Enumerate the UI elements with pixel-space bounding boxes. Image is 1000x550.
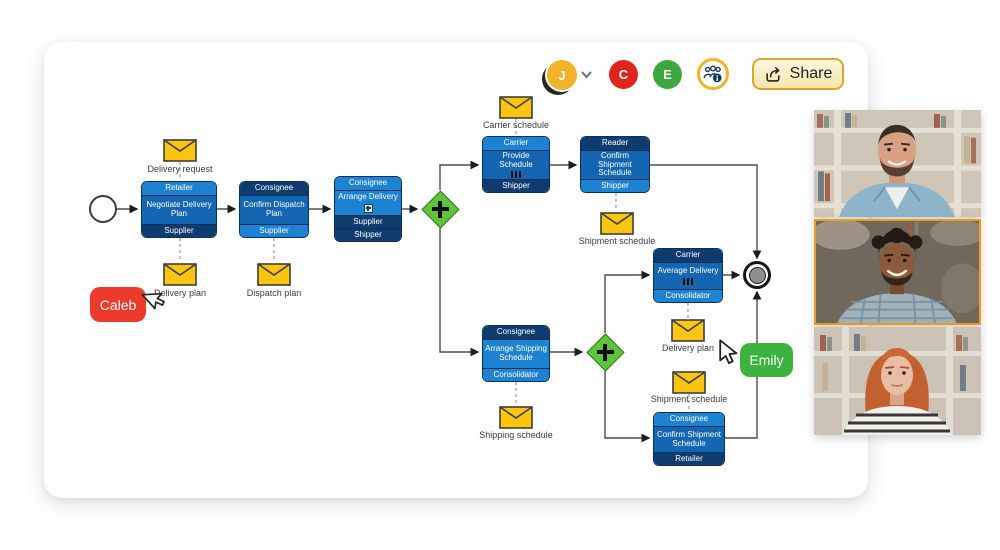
message-label: Dispatch plan — [246, 288, 302, 298]
video-tile-participant-2-active[interactable] — [814, 219, 981, 325]
chevron-down-icon[interactable] — [581, 71, 592, 79]
multi-instance-icon — [683, 277, 693, 285]
task-negotiate-delivery-plan[interactable]: Retailer Negotiate Delivery Plan Supplie… — [141, 181, 217, 238]
task-title: Negotiate Delivery Plan — [142, 196, 216, 224]
task-confirm-shipment-schedule-bottom[interactable]: Consignee Confirm Shipment Schedule Reta… — [653, 412, 725, 466]
collaborator-cursor-caleb: Caleb — [90, 287, 146, 322]
task-title-text: Arrange Delivery — [338, 192, 398, 202]
cursor-arrow-icon — [141, 292, 165, 310]
message-label: Delivery request — [147, 164, 213, 174]
message-envelope-icon[interactable] — [499, 96, 533, 119]
task-bottom-lane: Consolidator — [654, 289, 722, 302]
task-arrange-delivery[interactable]: Consignee Arrange Delivery Supplier Ship… — [334, 176, 402, 242]
message-envelope-icon[interactable] — [163, 139, 197, 162]
people-info-icon — [703, 65, 722, 83]
task-bottom-lane: Supplier — [142, 224, 216, 237]
share-icon — [766, 66, 780, 82]
task-confirm-dispatch-plan[interactable]: Consignee Confirm Dispatch Plan Supplier — [239, 181, 309, 238]
message-label: Delivery plan — [661, 343, 715, 353]
multi-instance-icon — [511, 171, 521, 179]
task-title: Confirm Dispatch Plan — [240, 196, 308, 224]
task-bottom-lane: Shipper — [483, 179, 549, 192]
message-envelope-icon[interactable] — [671, 319, 705, 342]
avatar-initial: E — [663, 67, 672, 82]
participant-video-man-denim — [814, 110, 981, 217]
user-avatar[interactable]: J — [545, 58, 579, 92]
task-top-lane: Reader — [581, 137, 649, 151]
task-title: Provide Schedule — [483, 151, 549, 179]
task-title: Confirm Shipment Schedule — [581, 151, 649, 179]
message-label: Shipping schedule — [479, 430, 553, 440]
share-button[interactable]: Share — [752, 58, 844, 90]
task-bottom-lane: Consolidator — [483, 368, 549, 381]
end-event-inner — [749, 267, 766, 284]
task-provide-schedule[interactable]: Carrier Provide Schedule Shipper — [482, 136, 550, 193]
participants-button[interactable] — [697, 58, 729, 90]
cursor-name: Caleb — [99, 296, 137, 313]
message-label: Delivery plan — [153, 288, 207, 298]
task-title: Arrange Shipping Schedule — [483, 340, 549, 368]
task-arrange-shipping-schedule[interactable]: Consignee Arrange Shipping Schedule Cons… — [482, 325, 550, 382]
task-top-lane: Consignee — [654, 413, 724, 427]
collaborator-cursor-emily: Emily — [740, 343, 793, 377]
participant-video-woman-striped — [814, 327, 981, 435]
task-title: Average Delivery — [654, 263, 722, 289]
task-top-lane: Retailer — [142, 182, 216, 196]
task-title: Arrange Delivery — [335, 191, 401, 215]
message-envelope-icon[interactable] — [163, 263, 197, 286]
video-tile-participant-3[interactable] — [814, 327, 981, 435]
message-envelope-icon[interactable] — [672, 371, 706, 394]
task-bottom-lane: Shipper — [581, 179, 649, 192]
task-title-text: Provide Schedule — [499, 150, 533, 169]
participant-video-man-plaid — [816, 221, 979, 323]
task-bottom-lane: Supplier — [240, 224, 308, 237]
collaborator-avatar-e[interactable]: E — [653, 60, 682, 89]
avatar-initial: C — [618, 67, 629, 82]
end-event[interactable] — [743, 261, 771, 289]
message-envelope-icon[interactable] — [257, 263, 291, 286]
message-label: Shipment schedule — [650, 394, 728, 404]
task-confirm-shipment-schedule-top[interactable]: Reader Confirm Shipment Schedule Shipper — [580, 136, 650, 193]
message-label: Shipment schedule — [578, 236, 656, 246]
message-envelope-icon[interactable] — [499, 406, 533, 429]
task-bottom-lane: Supplier — [335, 215, 401, 228]
task-bottom-lane: Shipper — [335, 228, 401, 241]
video-tile-participant-1[interactable] — [814, 110, 981, 217]
task-top-lane: Consignee — [240, 182, 308, 196]
task-top-lane: Carrier — [483, 137, 549, 151]
avatar-initial: J — [558, 67, 566, 83]
task-average-delivery[interactable]: Carrier Average Delivery Consolidator — [653, 248, 723, 303]
cursor-name: Emily — [749, 352, 784, 368]
subprocess-icon — [363, 203, 373, 213]
message-label: Carrier schedule — [482, 120, 550, 130]
task-top-lane: Consignee — [483, 326, 549, 340]
message-envelope-icon[interactable] — [600, 212, 634, 235]
share-button-label: Share — [789, 65, 833, 82]
task-top-lane: Consignee — [335, 177, 401, 191]
task-title-text: Average Delivery — [657, 266, 719, 276]
task-bottom-lane: Retailer — [654, 452, 724, 465]
cursor-arrow-icon — [719, 339, 738, 365]
task-title: Confirm Shipment Schedule — [654, 427, 724, 452]
task-top-lane: Carrier — [654, 249, 722, 263]
start-event[interactable] — [89, 195, 117, 223]
collaborator-avatar-c[interactable]: C — [609, 60, 638, 89]
